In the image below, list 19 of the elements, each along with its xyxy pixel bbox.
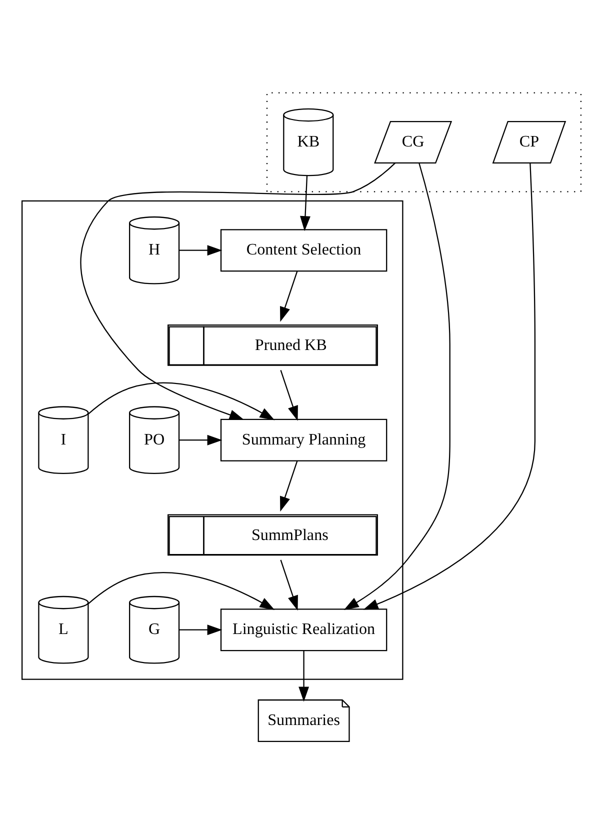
arrow [179,434,222,446]
node-box: Content Selection [220,229,388,272]
arrow [280,270,298,322]
arrow [363,163,536,610]
node-box: Summary Planning [220,418,388,462]
arrow [88,572,275,610]
node-box: Linguistic Realization [220,608,388,652]
arrow [280,460,298,512]
arrow [280,370,298,421]
arrow [179,624,222,636]
arrow [88,382,275,420]
arrow [300,176,310,232]
cluster [266,92,582,192]
cluster [21,200,404,680]
arrow [280,560,298,611]
arrow [179,245,222,256]
arrow [344,162,450,610]
arrow [298,650,310,702]
arrow [80,162,396,420]
